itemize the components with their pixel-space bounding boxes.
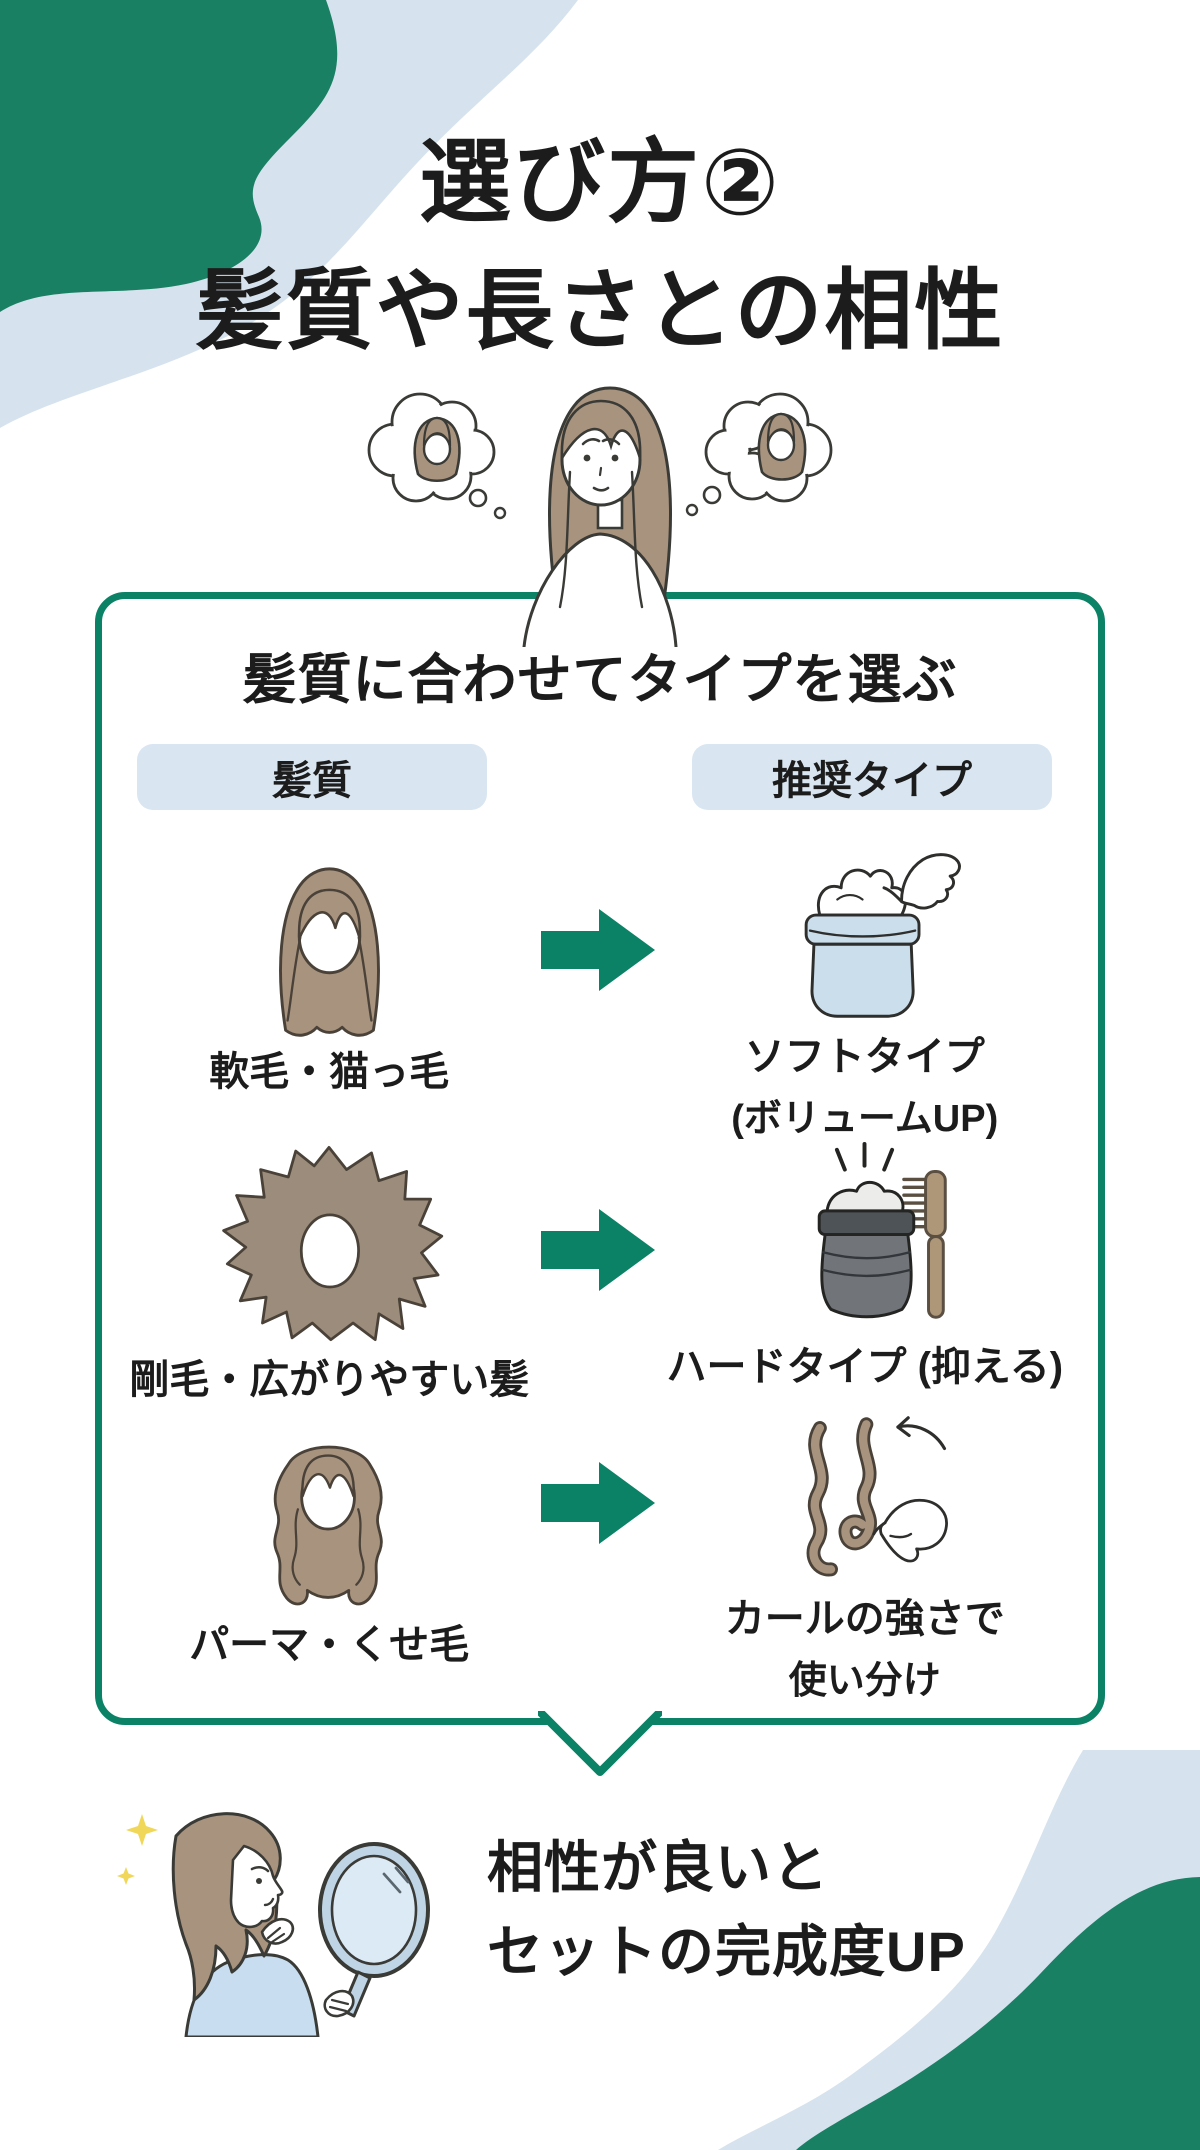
thought-bubble-right-icon	[685, 392, 833, 517]
woman-mirror-illustration	[117, 1812, 430, 2037]
thinking-woman-figure	[522, 386, 678, 647]
recommended-type-sublabel: 使い分け	[788, 1660, 941, 1702]
title-line-2: 髪質や長さとの相性	[195, 260, 1005, 360]
page-title: 選び方② 髪質や長さとの相性	[0, 118, 1200, 374]
footer-message: 相性が良いと セットの完成度UP	[487, 1826, 966, 1994]
hair-type-label: 軟毛・猫っ毛	[209, 1050, 450, 1094]
footer-line-1: 相性が良いと	[487, 1836, 829, 1899]
recommended-type-label: ハードタイプ (抑える)	[666, 1345, 1064, 1389]
curl-pinch-hand-icon	[806, 1416, 949, 1577]
hair-type-label: パーマ・くせ毛	[189, 1623, 470, 1667]
permed-wavy-hair-icon	[273, 1445, 383, 1606]
soft-wax-jar-with-hand-icon	[804, 853, 961, 1018]
panel-pointer-notch	[538, 1711, 662, 1776]
table-row-permed-hair: パーマ・くせ毛	[102, 1415, 1098, 1704]
soft-straight-hair-icon	[278, 867, 380, 1037]
column-header-hair-type: 髪質	[137, 744, 487, 810]
footer-line-2: セットの完成度UP	[487, 1920, 966, 1983]
panel-title: 髪質に合わせてタイプを選ぶ	[242, 650, 958, 710]
recommended-type-label: カールの強さで	[724, 1597, 1005, 1641]
arrow-right-icon	[540, 1209, 655, 1291]
table-row-thick-hair: 剛毛・広がりやすい髪	[102, 1140, 1098, 1406]
title-line-1: 選び方②	[419, 132, 781, 234]
thick-spreading-hair-icon	[222, 1146, 444, 1342]
selection-panel: 髪質に合わせてタイプを選ぶ 髪質 推奨タイプ 軟毛・猫っ毛	[95, 592, 1105, 1776]
table-row-soft-hair: 軟毛・猫っ毛	[102, 845, 1098, 1142]
woman-thinking-illustration	[367, 386, 833, 647]
recommended-type-sublabel: (ボリュームUP)	[731, 1098, 999, 1140]
sparkle-small-icon	[117, 1867, 135, 1885]
hard-wax-jar-with-comb-icon	[817, 1141, 947, 1319]
thought-bubble-left-icon	[367, 392, 507, 520]
recommended-type-label: ソフトタイプ	[744, 1035, 985, 1079]
arrow-right-icon	[540, 1462, 655, 1544]
sparkle-icon	[126, 1814, 158, 1846]
hand-mirror-icon	[318, 1842, 430, 2018]
column-header-recommended-type: 推奨タイプ	[692, 744, 1052, 810]
hair-type-label: 剛毛・広がりやすい髪	[129, 1358, 530, 1402]
arrow-right-icon	[540, 909, 655, 991]
